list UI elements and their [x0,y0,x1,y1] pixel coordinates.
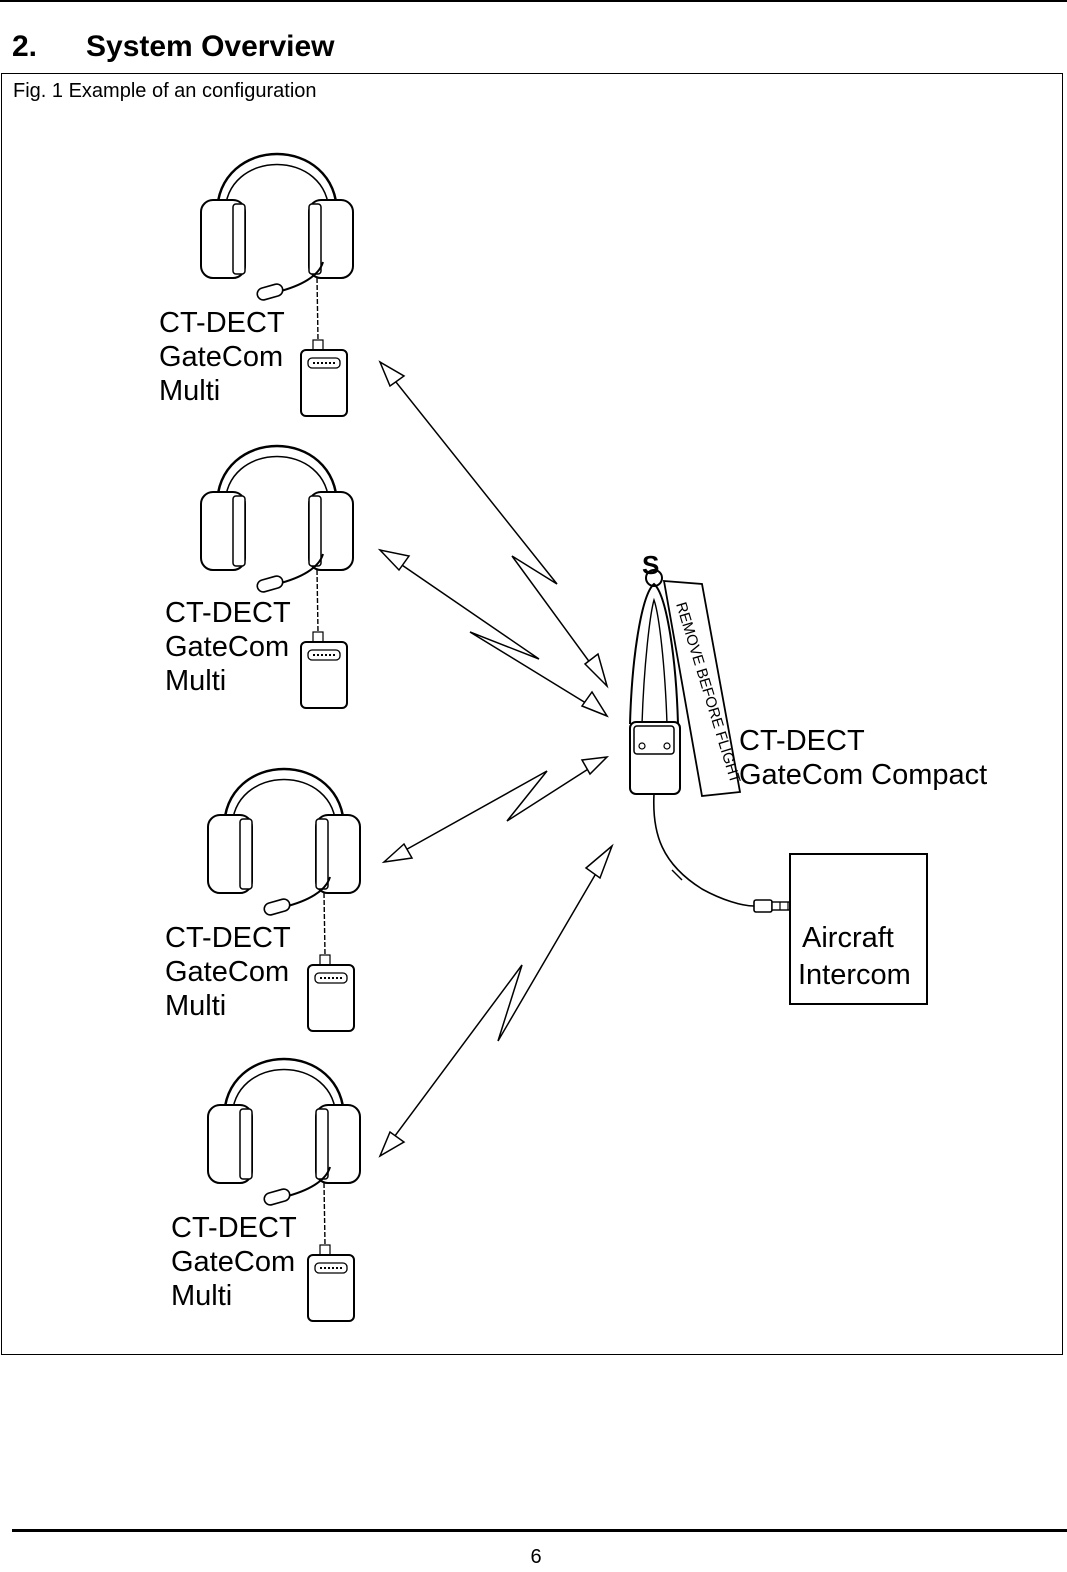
unit-label-2-line2: GateCom [165,631,289,663]
unit-label-2-line3: Multi [165,665,226,697]
radio-links [377,360,614,1158]
figure-box: Fig. 1 Example of an configuration [1,73,1063,1355]
unit-label-1-line3: Multi [159,375,220,407]
bottom-rule [12,1529,1067,1532]
figure-caption: Fig. 1 Example of an configuration [13,80,317,102]
unit-label-1-line1: CT-DECT [159,307,285,339]
base-label-line1: CT-DECT [739,725,865,757]
svg-text:S: S [642,550,659,580]
intercom-label-line1: Aircraft [802,922,894,954]
intercom-label-line2: Intercom [798,959,911,991]
base-label-line2: GateCom Compact [739,759,987,791]
unit-label-4-line3: Multi [171,1280,232,1312]
section-number: 2. [12,30,38,63]
unit-label-4-line2: GateCom [171,1246,295,1278]
unit-label-4-line1: CT-DECT [171,1212,297,1244]
unit-label-3-line3: Multi [165,990,226,1022]
radio-link-arrow [379,845,613,1157]
unit-label-2-line1: CT-DECT [165,597,291,629]
radio-link-arrow [379,361,608,687]
radio-link-arrow [383,756,608,863]
page-number: 6 [530,1546,542,1568]
headset-icon [206,767,362,1033]
section-title: System Overview [86,30,335,63]
section-heading: 2. System Overview [12,30,334,64]
radio-link-arrow [379,549,608,717]
unit-label-3-line2: GateCom [165,956,289,988]
unit-label-3-line1: CT-DECT [165,922,291,954]
headset-icon [199,152,355,418]
top-rule [0,0,1067,2]
aircraft-intercom-box: Aircraft Intercom [789,853,928,1005]
base-unit-icon: S [629,550,819,913]
configuration-diagram: CT-DECT GateCom Multi CT-DECT GateCom Mu… [159,152,987,1323]
unit-label-1-line2: GateCom [159,341,283,373]
